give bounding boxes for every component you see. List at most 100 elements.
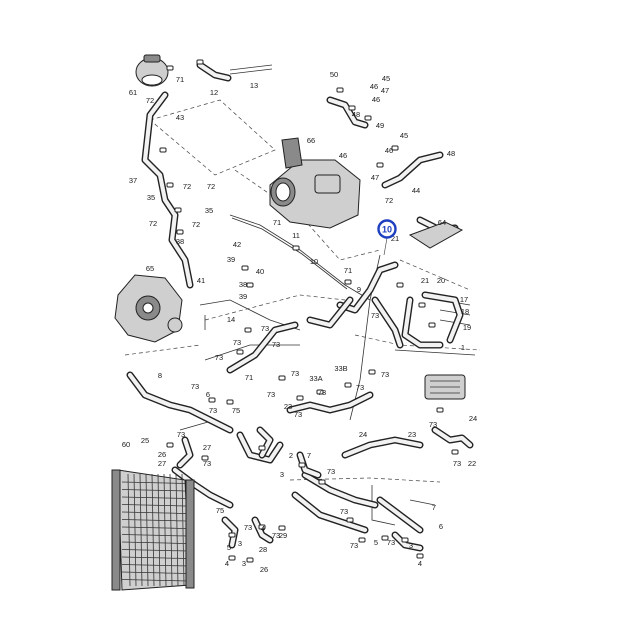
callout-label: 73	[215, 353, 223, 362]
callout-label: 72	[207, 182, 215, 191]
callout-label: 3	[280, 470, 284, 479]
hose-clip	[316, 389, 324, 395]
callout-label: 38	[239, 280, 247, 289]
hose-clips	[159, 59, 459, 563]
hose-clip	[159, 147, 167, 153]
callout-label: 42	[233, 240, 241, 249]
callout-label: 73	[272, 531, 280, 540]
expansion-tank	[135, 54, 169, 87]
callout-label: 44	[412, 186, 420, 195]
callout-label: 46	[339, 151, 347, 160]
hose-clip	[226, 399, 234, 405]
hose-clip	[418, 302, 426, 308]
hose-clip	[246, 282, 254, 288]
callout-label: 26	[260, 565, 268, 574]
hose-clip	[298, 462, 306, 468]
hose-clip	[258, 445, 266, 451]
callout-label: 8	[158, 371, 162, 380]
coolant-hoses	[126, 61, 474, 552]
callout-label: 48	[447, 149, 455, 158]
hose-clip	[166, 65, 174, 71]
hose-clip	[228, 555, 236, 561]
hose-clip	[364, 115, 372, 121]
callout-label: 21	[391, 234, 399, 243]
hose-clip	[166, 442, 174, 448]
callout-label: 3	[242, 559, 246, 568]
callout-label: 13	[250, 81, 258, 90]
callout-label: 48	[352, 110, 360, 119]
hose-clip	[258, 524, 266, 530]
hose-clip	[292, 245, 300, 251]
callout-label: 23	[284, 402, 292, 411]
callout-label: 3	[409, 541, 413, 550]
callout-label: 12	[210, 88, 218, 97]
hose-clip	[241, 265, 249, 271]
callout-label: 73	[371, 311, 379, 320]
bracket	[408, 221, 464, 249]
highlight-callout: 10	[377, 219, 397, 256]
callout-label: 73	[244, 523, 252, 532]
callout-label: 73	[177, 430, 185, 439]
callout-label: 29	[279, 531, 287, 540]
hose-clip	[346, 517, 354, 523]
callout-label: 19	[463, 323, 471, 332]
hose-clip	[196, 59, 204, 65]
callout-label: 72	[149, 219, 157, 228]
callout-label: 14	[227, 315, 235, 324]
highlight-label: 10	[382, 224, 392, 234]
callout-label: 73	[272, 340, 280, 349]
callout-label: 6	[206, 390, 210, 399]
callout-label: 22	[468, 459, 476, 468]
callout-label: 40	[256, 267, 264, 276]
callout-label: 71	[273, 218, 281, 227]
callout-label: 71	[245, 373, 253, 382]
highlight-circle	[377, 219, 397, 239]
callout-label: 66	[307, 136, 315, 145]
callout-label: 73	[191, 382, 199, 391]
callout-label: 5	[374, 538, 378, 547]
callout-label: 73	[340, 507, 348, 516]
callout-label: 7	[307, 451, 311, 460]
hose-clip	[228, 532, 236, 538]
callout-label: 75	[232, 406, 240, 415]
hose-clip	[416, 553, 424, 559]
callout-label: 73	[261, 324, 269, 333]
callout-label: 47	[371, 173, 379, 182]
callout-label: 73	[294, 410, 302, 419]
callout-label: 26	[158, 450, 166, 459]
callout-label: 33A	[309, 374, 322, 383]
hose-clip	[391, 145, 399, 151]
callout-label: 2	[289, 451, 293, 460]
hose-clip	[208, 397, 216, 403]
hose-clip	[296, 395, 304, 401]
callout-label: 75	[216, 506, 224, 515]
callout-label: 73	[318, 388, 326, 397]
callout-label: 61	[129, 88, 137, 97]
hose-clip	[244, 327, 252, 333]
callout-label: 46	[385, 146, 393, 155]
callout-label: 28	[259, 545, 267, 554]
callout-label: 45	[400, 131, 408, 140]
callout-label: 21	[421, 276, 429, 285]
callout-label: 9	[357, 285, 361, 294]
callout-label: 27	[203, 443, 211, 452]
water-pump	[114, 274, 183, 343]
callout-label: 17	[460, 295, 468, 304]
callout-label: 73	[203, 459, 211, 468]
assembly-outlines	[124, 99, 481, 483]
callout-label: 73	[387, 538, 395, 547]
callout-label: 46	[370, 82, 378, 91]
callout-label: 73	[381, 370, 389, 379]
callout-label: 73	[429, 420, 437, 429]
callout-label: 27	[158, 459, 166, 468]
callout-label: 23	[408, 430, 416, 439]
callout-label: 50	[330, 70, 338, 79]
callout-label: 73	[453, 459, 461, 468]
callout-label: 71	[176, 75, 184, 84]
radiator-fins	[121, 473, 189, 587]
callout-label: 4	[418, 559, 422, 568]
callout-label: 73	[209, 406, 217, 415]
callout-label: 35	[147, 193, 155, 202]
